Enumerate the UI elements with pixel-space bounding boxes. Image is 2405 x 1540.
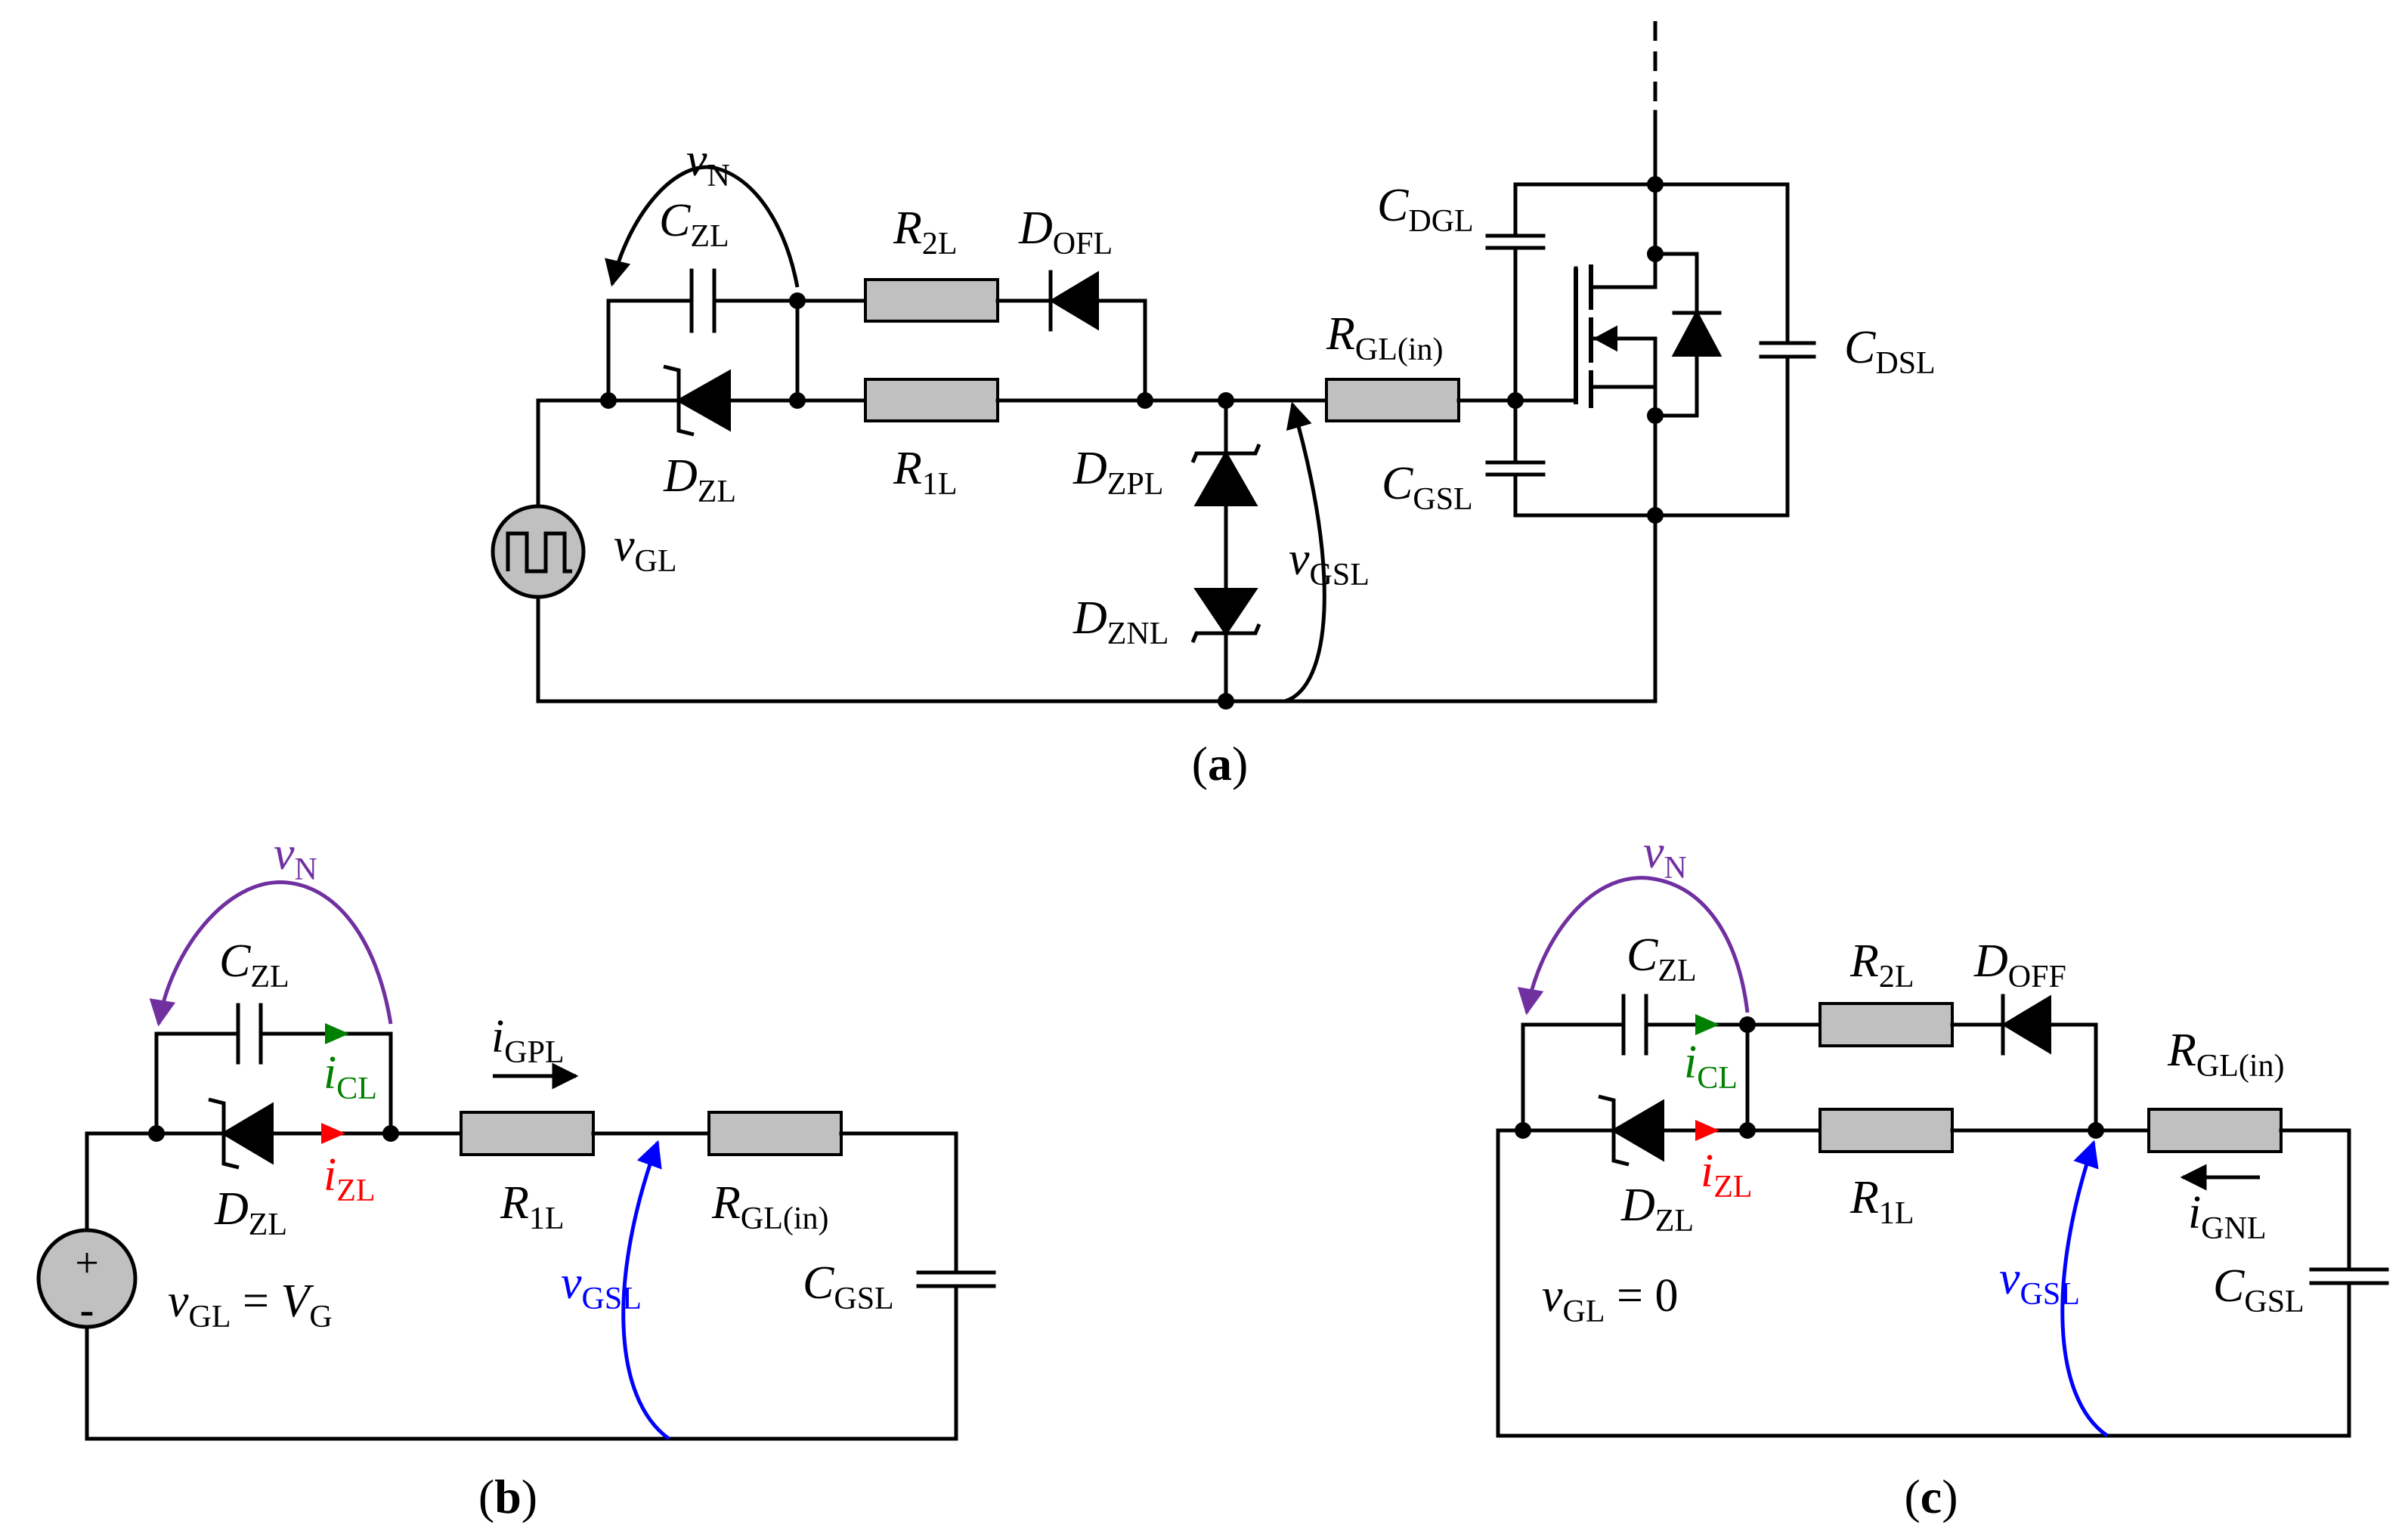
zener-diode-dznl xyxy=(1190,588,1261,643)
label-vgsl: vGSL xyxy=(1289,533,1370,592)
label-r2l-c: R2L xyxy=(1849,935,1914,994)
label-vgl-eq-b: vGL = VG xyxy=(168,1276,333,1334)
label-cgsl-c: CGSL xyxy=(2213,1260,2304,1319)
label-rgl-in-b: RGL(in) xyxy=(711,1177,829,1236)
vn-arrow xyxy=(605,165,800,288)
junction-dots-c xyxy=(1515,1016,2104,1139)
caption-c: (c) xyxy=(1904,1470,1958,1523)
wire-b-right xyxy=(839,1131,958,1275)
diode-dofl xyxy=(1048,270,1099,332)
cdgl-top-wire xyxy=(1513,182,1658,238)
icl-arrow xyxy=(325,1023,349,1044)
caption-a: (a) xyxy=(1192,737,1249,790)
zener-diode-dzl-c xyxy=(1598,1094,1664,1167)
label-rgl-in: RGL(in) xyxy=(1326,308,1444,367)
zener-diode-dzpl xyxy=(1190,444,1261,506)
label-vgsl-b: vGSL xyxy=(561,1257,642,1316)
label-icl-c: iCL xyxy=(1684,1037,1738,1096)
label-doff-c: DOFF xyxy=(1973,935,2066,994)
vgsl-arrow-b xyxy=(621,1140,670,1441)
label-vn: vN xyxy=(686,135,730,193)
label-r1l-c: R1L xyxy=(1849,1172,1914,1231)
resistor-rgl-in xyxy=(1325,378,1460,422)
label-dzl-c: DZL xyxy=(1620,1180,1694,1238)
label-dofl: DOFL xyxy=(1018,203,1113,261)
label-igpl-b: iGPL xyxy=(491,1011,565,1070)
czl-c-wire-left xyxy=(1521,1022,1626,1133)
source-minus-sign: - xyxy=(80,1287,94,1334)
cdsl-top-wire xyxy=(1653,182,1790,345)
czl-b-wire-right xyxy=(258,1031,393,1136)
dofl-return-wire xyxy=(1095,298,1147,403)
vgsl-arrow xyxy=(1284,401,1326,704)
label-cgsl: CGSL xyxy=(1382,458,1473,517)
vgsl-arrow-c xyxy=(2060,1140,2109,1438)
label-r2l: R2L xyxy=(893,203,958,261)
resistor-r1l-c xyxy=(1818,1108,1954,1153)
label-r1l: R1L xyxy=(893,443,958,502)
czl-branch-wire xyxy=(606,298,694,403)
izl-arrow xyxy=(321,1123,345,1144)
label-czl-c: CZL xyxy=(1627,929,1697,988)
vn-arrow-b xyxy=(149,880,393,1027)
zener-diode-dzl-b xyxy=(208,1097,274,1170)
izl-arrow-c xyxy=(1695,1120,1719,1141)
label-cdgl: CDGL xyxy=(1377,180,1474,239)
label-icl-b: iCL xyxy=(323,1047,377,1106)
diode-doff xyxy=(2001,994,2051,1056)
label-dzpl: DZPL xyxy=(1072,443,1163,502)
junction-dots-b xyxy=(148,1125,399,1142)
label-izl-b: iZL xyxy=(323,1149,376,1208)
wire-c-right xyxy=(2279,1128,2351,1272)
resistor-r1l xyxy=(864,378,999,422)
cdsl-bottom-wire xyxy=(1653,354,1790,518)
label-vn-b: vN xyxy=(274,828,317,887)
label-dzl: DZL xyxy=(663,450,736,509)
resistor-r2l-c xyxy=(1818,1002,1954,1047)
zener-diode-dzl xyxy=(663,364,731,437)
resistor-rgl-in-c xyxy=(2147,1108,2283,1153)
ground-wire-c xyxy=(1496,1128,2351,1438)
cgsl-bottom-wire xyxy=(1513,472,1658,518)
panel-a: vN CZL R2L DOFL RGL(in) CDGL CDSL CGSL D… xyxy=(491,21,1936,790)
panel-b: + - vN CZL xyxy=(36,828,996,1523)
label-czl: CZL xyxy=(659,195,729,254)
label-vgl-eq-c: vGL = 0 xyxy=(1542,1270,1679,1329)
dc-source-icon: + - xyxy=(36,1228,138,1334)
icl-arrow-c xyxy=(1695,1014,1719,1035)
pulse-source-icon xyxy=(491,398,586,704)
label-ignl-c: iGNL xyxy=(2188,1187,2267,1246)
doff-return-wire xyxy=(2048,1022,2098,1133)
resistor-r2l xyxy=(864,278,999,323)
resistor-r1l-b xyxy=(460,1111,595,1156)
label-dznl: DZNL xyxy=(1072,592,1168,651)
label-dzl-b: DZL xyxy=(214,1183,287,1242)
czl-b-wire-left xyxy=(154,1031,240,1136)
caption-b: (b) xyxy=(478,1470,537,1523)
label-rgl-in-c: RGL(in) xyxy=(2167,1025,2285,1084)
label-izl-c: iZL xyxy=(1701,1146,1753,1204)
panel-c: vN CZL R2L DOFF RGL(in) iCL iZL DZL R1L … xyxy=(1496,827,2389,1523)
label-vn-c: vN xyxy=(1643,827,1687,886)
resistor-rgl-in-b xyxy=(707,1111,843,1156)
source-plus-sign: + xyxy=(75,1240,99,1287)
label-vgl: vGL xyxy=(614,520,677,579)
label-vgsl-c: vGSL xyxy=(1999,1253,2080,1312)
label-czl-b: CZL xyxy=(219,935,289,994)
label-r1l-b: R1L xyxy=(500,1177,565,1236)
label-cgsl-b: CGSL xyxy=(803,1257,894,1316)
mosfet-icon xyxy=(1513,252,1722,418)
label-cdsl: CDSL xyxy=(1844,322,1936,381)
vn-arrow-c xyxy=(1517,876,1750,1016)
junction-dots xyxy=(600,176,1664,710)
